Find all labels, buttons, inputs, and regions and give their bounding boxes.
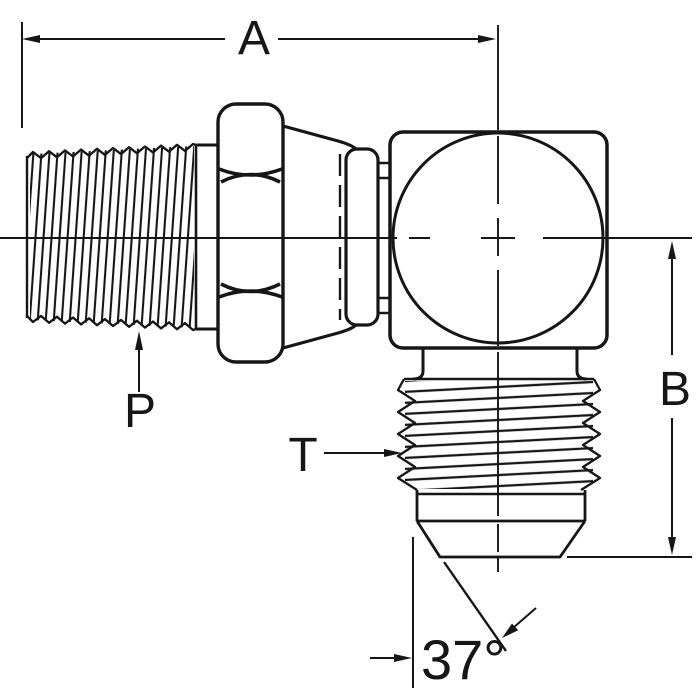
flare-cone <box>415 520 587 559</box>
hex-facet-divider-top <box>218 167 283 184</box>
collar-bottom-edge <box>282 323 358 350</box>
arrowhead-slant <box>502 623 519 638</box>
thread-right-crest-zigzag <box>580 378 602 491</box>
swivel-collar <box>282 124 391 350</box>
bottom-shank-edges <box>412 348 588 381</box>
shank-edges <box>196 143 218 331</box>
hex-facet-divider-bottom <box>218 282 283 299</box>
centerlines <box>0 25 692 572</box>
arrowhead-right <box>394 654 412 662</box>
dim-a-label: A <box>238 12 270 65</box>
arrowhead-up <box>135 331 143 350</box>
flare-band <box>415 490 587 523</box>
arrowhead-right <box>478 35 496 43</box>
npt-male-thread <box>25 142 218 332</box>
hex-outline <box>216 102 285 364</box>
arrowhead-right <box>384 449 402 457</box>
hex-nut <box>216 102 285 364</box>
port-t-label: T <box>288 429 317 482</box>
arrowhead-left <box>22 35 40 43</box>
thread-bottom-crest-zigzag <box>26 314 197 332</box>
arrowhead-up <box>668 241 676 259</box>
flare-angle-label: 37° <box>421 628 506 691</box>
dimension-b: B <box>567 241 692 558</box>
jic-male-thread <box>396 348 602 559</box>
thread-top-crest-zigzag <box>26 142 197 160</box>
dim-b-label: B <box>659 363 691 416</box>
port-p-label: P <box>124 385 156 438</box>
dimension-a: A <box>21 12 496 128</box>
collar-neck <box>344 147 380 327</box>
leader-line-slant <box>512 607 537 629</box>
flare-angle-reference-line <box>443 561 507 652</box>
thread-hatching <box>405 381 593 489</box>
arrowhead-down <box>668 537 676 555</box>
collar-top-edge <box>282 124 358 151</box>
port-p-callout: P <box>124 331 156 438</box>
port-t-callout: T <box>288 429 402 482</box>
thread-hatching <box>30 146 194 328</box>
flare-angle-annotation: 37° <box>370 537 537 691</box>
thread-left-crest-zigzag <box>396 378 418 491</box>
